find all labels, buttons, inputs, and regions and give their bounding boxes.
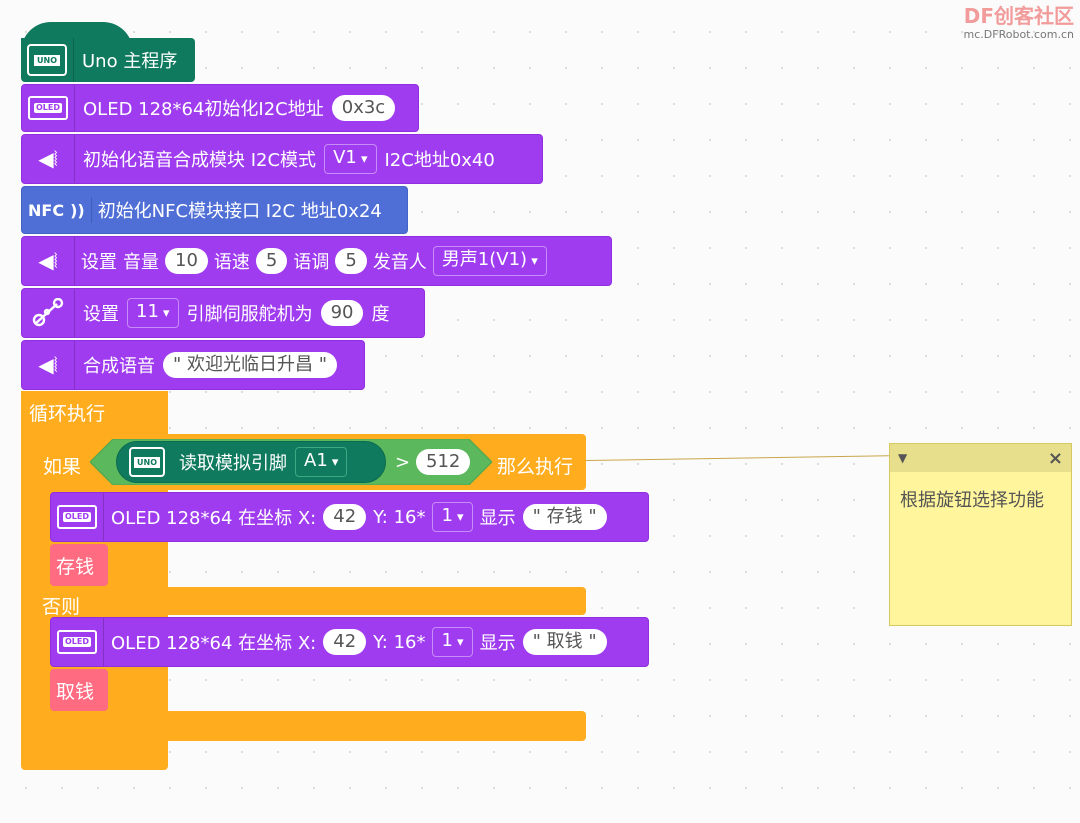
- oled-icon: OLED: [51, 493, 104, 541]
- oled-address-input[interactable]: 0x3c: [331, 95, 396, 121]
- else-bar[interactable]: [36, 587, 586, 615]
- tts-init-address: I2C地址0x40: [384, 150, 495, 171]
- oled-show-label-2: 显示: [479, 633, 516, 654]
- oled-show-label-1: 显示: [479, 508, 516, 529]
- uno-icon: UNO: [129, 447, 165, 477]
- oled-value-input-2[interactable]: " 取钱 ": [522, 629, 607, 655]
- analog-read-block[interactable]: UNO 读取模拟引脚 A1: [116, 441, 386, 483]
- tts-tone-label: 语调: [293, 252, 330, 273]
- watermark: DF创客社区 mc.DFRobot.com.cn: [964, 4, 1074, 41]
- servo-block[interactable]: 设置 11 引脚伺服舵机为 90 度: [21, 288, 425, 338]
- oled-init-text: OLED 128*64初始化I2C地址: [83, 99, 324, 120]
- speaker-icon: ◀⦚: [22, 341, 75, 389]
- oled-show-block-2[interactable]: OLED OLED 128*64 在坐标 X: 42 Y: 16* 1 显示 "…: [50, 617, 649, 667]
- nfc-icon: NFC: [28, 200, 65, 220]
- speaker-icon: ◀⦚: [22, 237, 75, 285]
- speed-input[interactable]: 5: [255, 248, 288, 274]
- function-call-withdraw[interactable]: 取钱: [50, 669, 108, 711]
- oled-y-label-2: Y: 16*: [373, 631, 426, 653]
- if-label: 如果: [43, 456, 82, 478]
- loop-label: 循环执行: [29, 403, 106, 425]
- oled-show-text-1: OLED 128*64 在坐标 X:: [111, 508, 317, 529]
- watermark-url: mc.DFRobot.com.cn: [963, 28, 1074, 41]
- voice-dropdown[interactable]: 男声1(V1): [432, 246, 547, 276]
- analog-pin-dropdown[interactable]: A1: [295, 447, 348, 477]
- oled-icon: OLED: [22, 85, 75, 131]
- oled-x-input-1[interactable]: 42: [323, 504, 367, 530]
- tts-init-text: 初始化语音合成模块 I2C模式: [83, 150, 317, 171]
- speaker-icon: ◀⦚: [22, 135, 75, 183]
- servo-set-label: 设置: [83, 304, 119, 325]
- oled-row-dropdown-2[interactable]: 1: [432, 627, 473, 657]
- servo-mid-label: 引脚伺服舵机为: [186, 304, 313, 325]
- function-call-save[interactable]: 存钱: [50, 544, 108, 586]
- tts-mode-dropdown[interactable]: V1: [324, 144, 377, 174]
- nfc-init-block[interactable]: NFC )) 初始化NFC模块接口 I2C 地址0x24: [21, 186, 408, 234]
- tts-set-label: 设置: [81, 252, 117, 273]
- oled-show-block-1[interactable]: OLED OLED 128*64 在坐标 X: 42 Y: 16* 1 显示 "…: [50, 492, 649, 542]
- tts-voice-label: 发音人: [372, 252, 427, 273]
- volume-input[interactable]: 10: [165, 248, 208, 274]
- else-label: 否则: [42, 596, 81, 618]
- oled-value-input-1[interactable]: " 存钱 ": [522, 504, 607, 530]
- tts-init-block[interactable]: ◀⦚ 初始化语音合成模块 I2C模式 V1 I2C地址0x40: [21, 134, 543, 184]
- uno-icon: UNO: [21, 38, 74, 82]
- speak-label: 合成语音: [83, 356, 155, 377]
- analog-read-label: 读取模拟引脚: [179, 453, 287, 474]
- compare-operator[interactable]: >: [395, 452, 411, 473]
- servo-angle-input[interactable]: 90: [320, 300, 364, 326]
- tts-volume-label: 音量: [123, 252, 159, 273]
- watermark-brand: DF创客社区: [963, 4, 1074, 28]
- tts-speed-label: 语速: [213, 252, 250, 273]
- comment-header: ▼ ×: [890, 444, 1071, 472]
- oled-row-dropdown-1[interactable]: 1: [432, 502, 473, 532]
- oled-icon: OLED: [51, 618, 104, 666]
- servo-icon: [22, 289, 75, 337]
- uno-main-label: Uno 主程序: [82, 51, 178, 72]
- oled-x-input-2[interactable]: 42: [323, 629, 367, 655]
- close-icon[interactable]: ×: [1047, 447, 1063, 469]
- servo-deg-label: 度: [371, 304, 390, 325]
- nfc-init-text: 初始化NFC模块接口 I2C 地址0x24: [90, 197, 382, 223]
- uno-main-block[interactable]: UNO Uno 主程序: [21, 38, 195, 82]
- if-block-bottom: [36, 711, 586, 741]
- speak-phrase-input[interactable]: " 欢迎光临日升昌 ": [163, 352, 338, 378]
- tts-settings-block[interactable]: ◀⦚ 设置 音量 10 语速 5 语调 5 发音人 男声1(V1): [21, 236, 612, 286]
- speak-block[interactable]: ◀⦚ 合成语音 " 欢迎光临日升昌 ": [21, 340, 365, 390]
- nfc-wave-icon: )): [70, 200, 85, 220]
- collapse-icon[interactable]: ▼: [898, 451, 908, 465]
- oled-init-block[interactable]: OLED OLED 128*64初始化I2C地址 0x3c: [21, 84, 419, 132]
- threshold-input[interactable]: 512: [416, 449, 471, 475]
- servo-pin-dropdown[interactable]: 11: [127, 298, 179, 328]
- oled-y-label-1: Y: 16*: [373, 506, 426, 528]
- comment-note[interactable]: ▼ × 根据旋钮选择功能: [889, 443, 1072, 626]
- oled-show-text-2: OLED 128*64 在坐标 X:: [111, 633, 317, 654]
- comment-connector: [585, 455, 889, 461]
- tone-input[interactable]: 5: [335, 248, 367, 274]
- comment-text[interactable]: 根据旋钮选择功能: [900, 490, 1044, 511]
- then-label: 那么执行: [497, 456, 574, 478]
